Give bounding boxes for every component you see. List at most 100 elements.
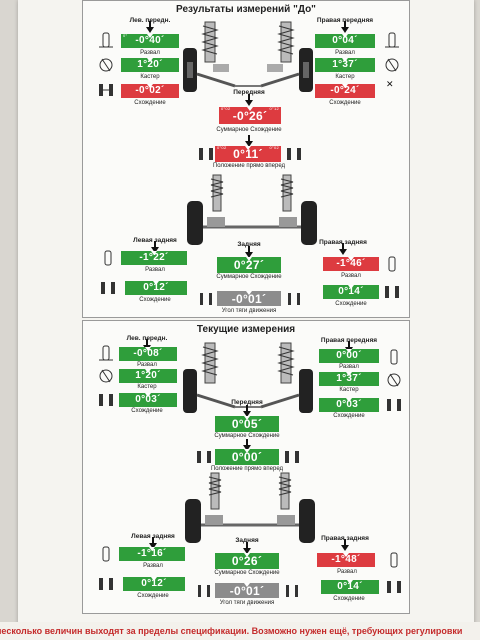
front-total-toe-label: Суммарное Схождение <box>216 127 282 133</box>
right-rear-toe-value: 0°14´ <box>323 285 379 299</box>
cross-mark-icon: ✕ <box>386 79 394 89</box>
toe-icon <box>387 581 401 593</box>
left-front-heading: Лев. передн. <box>126 335 168 342</box>
left-front-toe-value: 0°03´ <box>119 393 177 407</box>
toe-icon <box>99 394 113 406</box>
thrust-icon <box>286 585 298 597</box>
arrow-down-icon <box>245 94 253 106</box>
rear-total-toe-value: 0°26´ <box>215 553 279 569</box>
left-front-caster-label: Кастер <box>140 74 160 80</box>
right-rear-camber-value: -1°48´ <box>317 553 375 567</box>
left-front-toe-label: Схождение <box>131 408 163 414</box>
left-front-toe-label: Схождение <box>134 100 166 106</box>
toe-icon <box>99 578 113 590</box>
left-rear-camber-label: Развал <box>143 563 163 569</box>
camber-icon <box>388 256 396 272</box>
right-front-caster-value: 1°37´ <box>315 58 375 72</box>
right-rear-heading: Правая задняя <box>321 535 369 542</box>
left-front-camber-value: -0°08´ <box>119 347 177 361</box>
left-rear-camber-label: Развал <box>145 267 165 273</box>
camber-icon <box>102 546 110 562</box>
left-rear-toe-value: 0°12´ <box>125 281 187 295</box>
right-front-camber-label: Развал <box>335 50 355 56</box>
right-front-camber-label: Развал <box>339 364 359 370</box>
arrow-down-icon <box>341 21 349 33</box>
toe-icon <box>99 84 113 96</box>
left-front-caster-value: 1°20´ <box>121 58 179 72</box>
thrust-position-value: 0°00´ <box>215 449 279 465</box>
arrow-down-icon <box>341 539 349 551</box>
arrow-down-icon <box>243 405 251 417</box>
arrow-down-icon <box>149 537 157 549</box>
before-measurements-panel: Результаты измерений "До" Лев. передн. 0… <box>82 0 410 318</box>
current-measurements-panel: Текущие измерения Лев. передн. -0°08´ Ра… <box>82 320 410 614</box>
toe-icon <box>101 282 115 294</box>
left-rear-toe-value: 0°12´ <box>123 577 185 591</box>
toe-icon <box>385 286 399 298</box>
right-front-camber-value: 0°04´ <box>315 34 375 48</box>
rear-label: Задняя <box>237 241 261 248</box>
right-front-toe-label: Схождение <box>333 413 365 419</box>
right-front-caster-label: Кастер <box>339 387 359 393</box>
toe-icon <box>287 148 301 160</box>
left-rear-heading: Левая задняя <box>133 237 177 244</box>
toe-icon <box>387 399 401 411</box>
front-label: Передняя <box>231 399 263 406</box>
thrust-icon <box>198 585 210 597</box>
footer-warning-text: несколько величин выходят за пределы спе… <box>0 626 463 636</box>
rear-suspension-diagram-icon <box>187 174 317 245</box>
right-rear-heading: Правая задняя <box>319 239 367 246</box>
camber-icon <box>99 32 113 48</box>
arrow-down-icon <box>151 241 159 253</box>
right-front-camber-value: 0°00´ <box>319 349 379 363</box>
thrust-position-label: Положение прямо вперед <box>210 466 284 472</box>
right-front-toe-label: Схождение <box>329 100 361 106</box>
camber-icon <box>390 349 398 365</box>
right-front-heading: Правая передняя <box>320 337 378 344</box>
caster-icon <box>99 58 113 72</box>
left-front-camber-label: Развал <box>137 362 157 368</box>
camber-icon <box>99 345 113 361</box>
front-total-toe-value: 0°05´ <box>215 416 279 432</box>
arrow-down-icon <box>245 246 253 258</box>
left-rear-camber-value: -1°22´ <box>121 251 187 265</box>
rear-suspension-diagram-icon <box>185 472 315 543</box>
thrust-angle-label: Угол тяги движения <box>221 308 277 314</box>
right-front-toe-value: -0°24´ <box>315 84 375 98</box>
right-front-caster-label: Кастер <box>335 74 355 80</box>
front-suspension-diagram-icon <box>183 342 313 413</box>
right-front-heading: Правая передняя <box>316 17 374 24</box>
left-rear-toe-label: Схождение <box>139 297 171 303</box>
right-front-toe-value: 0°03´ <box>319 398 379 412</box>
toe-icon <box>199 148 213 160</box>
footer-warning: несколько величин выходят за пределы спе… <box>0 622 480 640</box>
section-title: Текущие измерения <box>196 324 296 335</box>
front-label: Передняя <box>233 89 265 96</box>
thrust-icon <box>288 293 300 305</box>
arrow-down-icon <box>146 21 154 33</box>
left-front-camber-label: Развал <box>140 50 160 56</box>
left-rear-heading: Левая задняя <box>131 533 175 540</box>
camber-icon <box>390 552 398 568</box>
right-rear-toe-label: Схождение <box>333 596 365 602</box>
right-rear-camber-label: Развал <box>337 569 357 575</box>
left-front-caster-value: 1°20´ <box>119 369 177 383</box>
right-rear-camber-label: Развал <box>341 273 361 279</box>
caster-icon <box>99 369 113 383</box>
section-title: Результаты измерений "До" <box>176 4 316 15</box>
left-front-camber-value: 0°-0°40´ <box>121 33 179 48</box>
left-front-toe-value: -0°02´ <box>121 84 179 98</box>
left-front-heading: Лев. передн. <box>129 17 171 24</box>
camber-icon <box>104 250 112 266</box>
arrow-down-icon <box>245 135 253 147</box>
rear-total-toe-value: 0°27´ <box>217 257 281 273</box>
rear-total-toe-label: Суммарное Схождение <box>216 274 282 280</box>
right-front-caster-value: 1°37´ <box>319 372 379 386</box>
left-front-caster-label: Кастер <box>137 384 157 390</box>
camber-icon <box>385 32 399 48</box>
front-suspension-diagram-icon <box>183 21 313 92</box>
toe-icon <box>285 451 299 463</box>
caster-icon <box>385 58 399 72</box>
